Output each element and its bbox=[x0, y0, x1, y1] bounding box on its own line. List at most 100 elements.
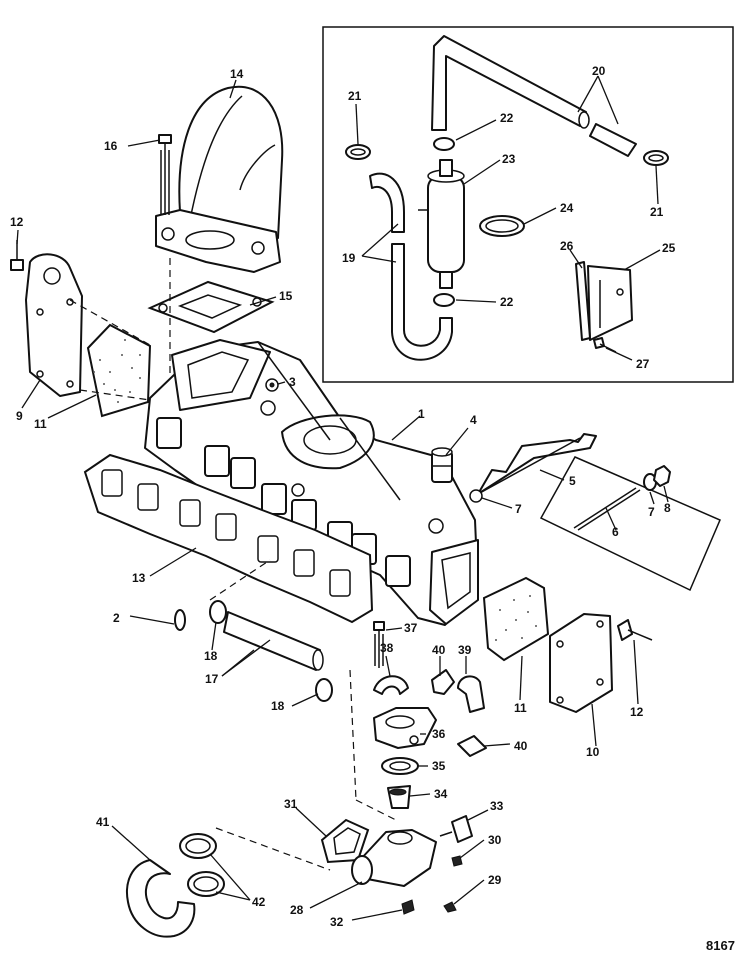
fitting-40-upper bbox=[431, 669, 455, 695]
clamp-38 bbox=[373, 675, 409, 695]
callout-7a: 7 bbox=[515, 502, 522, 516]
inset-box-stud bbox=[539, 456, 721, 592]
callout-22a: 22 bbox=[500, 111, 514, 125]
callout-13: 13 bbox=[132, 571, 146, 585]
callout-1: 1 bbox=[418, 407, 425, 421]
callout-40a: 40 bbox=[432, 643, 446, 657]
callout-32: 32 bbox=[330, 915, 344, 929]
washer-3 bbox=[265, 378, 279, 392]
callout-9: 9 bbox=[16, 409, 23, 423]
clamp-21-right bbox=[643, 150, 669, 166]
bolt-left bbox=[10, 240, 24, 271]
callout-8: 8 bbox=[664, 501, 671, 515]
end-plate-left bbox=[25, 253, 83, 397]
hose-20 bbox=[431, 35, 637, 157]
figure-number: 8167 bbox=[706, 938, 735, 953]
callout-21a: 21 bbox=[348, 89, 362, 103]
callout-11a: 11 bbox=[34, 417, 47, 431]
callout-22b: 22 bbox=[500, 295, 514, 309]
callout-36: 36 bbox=[432, 727, 446, 741]
callout-42: 42 bbox=[252, 895, 266, 909]
callout-19: 19 bbox=[342, 251, 356, 265]
bolt-right bbox=[617, 619, 653, 641]
clamp-24 bbox=[479, 215, 525, 237]
o-ring-2 bbox=[174, 609, 186, 631]
callout-14: 14 bbox=[230, 67, 244, 81]
sensor-33 bbox=[439, 815, 473, 843]
plug-32 bbox=[401, 899, 415, 915]
callout-39: 39 bbox=[458, 643, 472, 657]
thermostat-34 bbox=[387, 785, 411, 809]
callout-11b: 11 bbox=[514, 701, 527, 715]
callout-18a: 18 bbox=[204, 649, 218, 663]
callout-21b: 21 bbox=[650, 205, 664, 219]
leader-lines bbox=[16, 75, 669, 921]
clamp-22-upper bbox=[433, 137, 455, 151]
callout-38: 38 bbox=[380, 641, 394, 655]
callout-16: 16 bbox=[104, 139, 118, 153]
callout-31: 31 bbox=[284, 797, 298, 811]
callout-40b: 40 bbox=[514, 739, 528, 753]
callout-12a: 12 bbox=[10, 215, 24, 229]
thermostat-housing bbox=[373, 707, 437, 749]
callout-34: 34 bbox=[434, 787, 448, 801]
callout-20: 20 bbox=[592, 64, 606, 78]
end-gasket-left bbox=[86, 323, 152, 418]
callout-4: 4 bbox=[470, 413, 477, 427]
clamp-42-lower bbox=[187, 871, 225, 897]
callout-15: 15 bbox=[279, 289, 293, 303]
bracket-25 bbox=[587, 265, 633, 341]
heat-exchanger-23 bbox=[418, 159, 465, 289]
gasket-31 bbox=[320, 818, 370, 864]
elbow-bolt bbox=[158, 134, 172, 215]
callout-23: 23 bbox=[502, 152, 516, 166]
callout-35: 35 bbox=[432, 759, 446, 773]
washer-7 bbox=[469, 489, 483, 503]
callout-26: 26 bbox=[560, 239, 574, 253]
callout-10: 10 bbox=[586, 745, 600, 759]
exhaust-elbow bbox=[155, 85, 284, 273]
callout-41: 41 bbox=[96, 815, 110, 829]
callout-30: 30 bbox=[488, 833, 502, 847]
hose-17 bbox=[223, 611, 324, 671]
callout-27: 27 bbox=[636, 357, 650, 371]
callout-2: 2 bbox=[113, 611, 120, 625]
manifold-gasket bbox=[83, 453, 374, 624]
hose-19 bbox=[369, 172, 453, 361]
callout-5: 5 bbox=[569, 474, 576, 488]
plug-30 bbox=[451, 855, 463, 867]
screw-27 bbox=[593, 337, 617, 353]
end-plate-right bbox=[549, 613, 613, 713]
callout-33: 33 bbox=[490, 799, 504, 813]
hose-41 bbox=[126, 859, 196, 938]
elbow-39 bbox=[457, 675, 485, 713]
drain-fitting bbox=[431, 447, 453, 483]
callout-25: 25 bbox=[662, 241, 676, 255]
long-bolt bbox=[477, 433, 597, 495]
clamp-42-upper bbox=[179, 833, 217, 859]
callout-28: 28 bbox=[290, 903, 304, 917]
callout-17: 17 bbox=[205, 672, 219, 686]
stud-6 bbox=[573, 487, 641, 531]
clamp-18-right bbox=[315, 678, 333, 702]
callout-18b: 18 bbox=[271, 699, 285, 713]
bracket-26 bbox=[575, 261, 591, 341]
clamp-40-lower bbox=[457, 735, 487, 757]
elbow-gasket bbox=[147, 280, 275, 334]
clamp-22-lower bbox=[433, 293, 455, 307]
callout-37: 37 bbox=[404, 621, 418, 635]
callout-29: 29 bbox=[488, 873, 502, 887]
callout-3: 3 bbox=[289, 375, 296, 389]
callout-12b: 12 bbox=[630, 705, 644, 719]
nut-8 bbox=[653, 465, 671, 487]
inset-box-cooler bbox=[322, 26, 734, 383]
callout-24: 24 bbox=[560, 201, 574, 215]
end-gasket-right bbox=[482, 576, 550, 662]
clamp-21-left bbox=[345, 144, 371, 160]
plug-29 bbox=[443, 901, 457, 913]
bolt-37 bbox=[373, 621, 385, 668]
callout-7b: 7 bbox=[648, 505, 655, 519]
callout-6: 6 bbox=[612, 525, 619, 539]
gasket-35 bbox=[381, 757, 419, 775]
